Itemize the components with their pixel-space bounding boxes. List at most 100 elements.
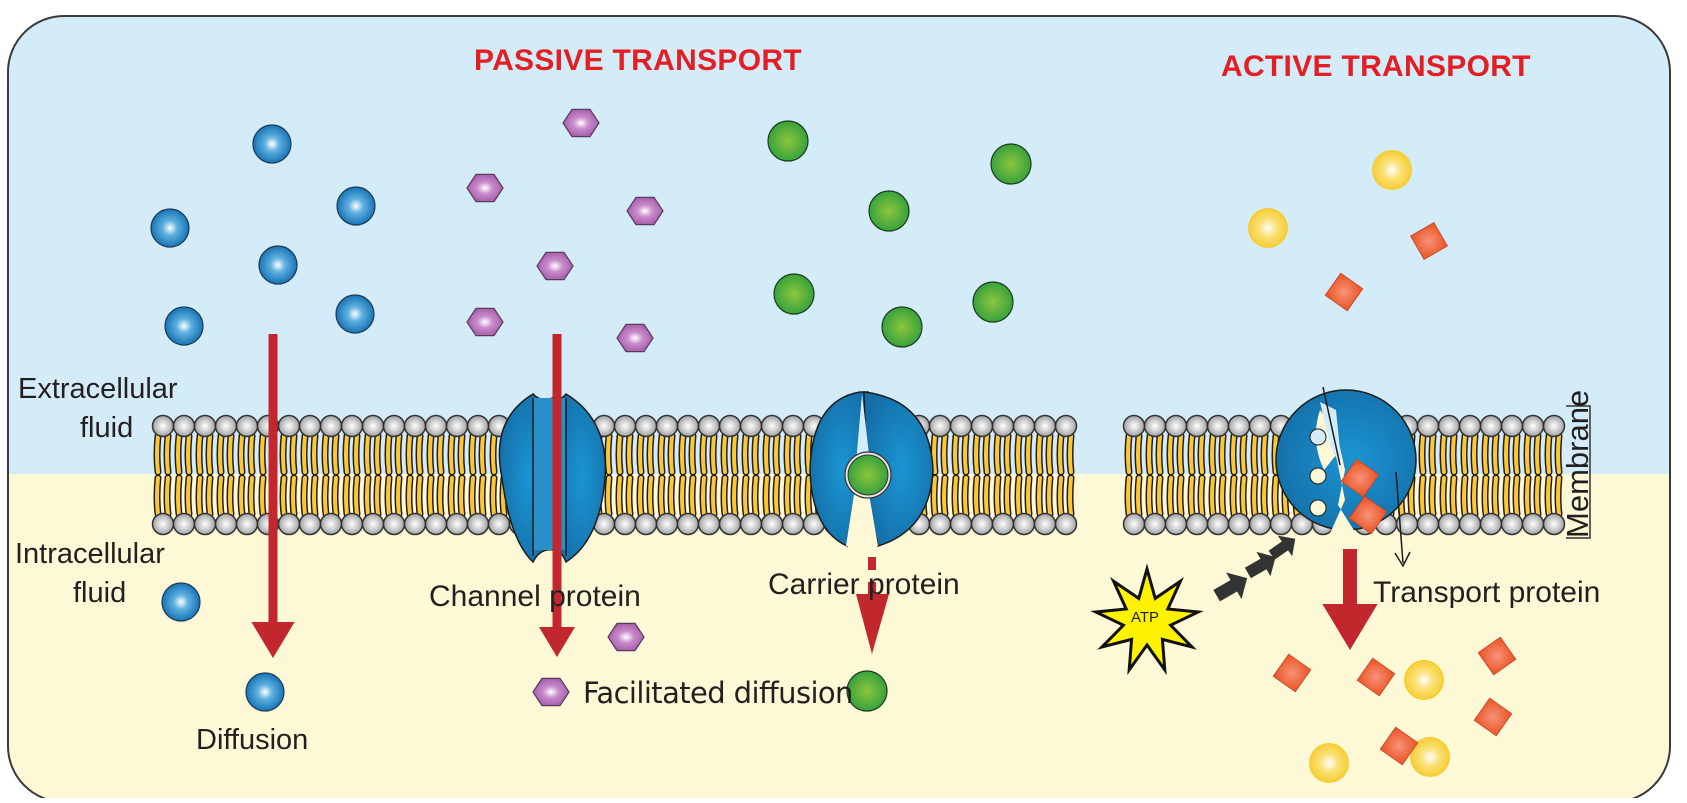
phospholipid: [655, 414, 679, 536]
phospholipid: [697, 414, 721, 536]
phospholipid: [361, 414, 385, 536]
lipid-head: [655, 414, 679, 438]
phospholipid: [214, 414, 238, 536]
phospholipid: [634, 414, 658, 536]
lipid-head: [319, 414, 343, 438]
lipid-head: [1122, 414, 1146, 438]
green-molecule: [846, 670, 888, 712]
energy-arrow-icon: [1213, 572, 1248, 602]
blue-molecule: [164, 306, 204, 346]
lipid-head: [445, 512, 469, 536]
lipid-head: [1248, 512, 1272, 536]
orange-molecule: [1477, 636, 1517, 676]
lipid-head: [949, 414, 973, 438]
lipid-head: [193, 414, 217, 438]
orange-molecule: [1379, 726, 1419, 766]
lipid-head: [1227, 414, 1251, 438]
lipid-head: [1248, 414, 1272, 438]
phospholipid: [193, 414, 217, 536]
energy-arrow-icon: [1268, 535, 1296, 560]
lipid-head: [1479, 512, 1503, 536]
lipid-head: [235, 414, 259, 438]
purple-molecule: [536, 251, 574, 281]
lipid-head: [1185, 512, 1209, 536]
lipid-head: [277, 512, 301, 536]
purple-molecule: [466, 307, 504, 337]
orange-molecule: [1356, 657, 1396, 697]
passive-transport-title: PASSIVE TRANSPORT: [474, 44, 802, 77]
lipid-head: [970, 512, 994, 536]
lipid-head: [1143, 512, 1167, 536]
lipid-head: [1054, 414, 1078, 438]
lipid-head: [403, 512, 427, 536]
green-molecule: [972, 281, 1014, 323]
yellow-molecule: [1248, 208, 1288, 248]
lipid-head: [1458, 512, 1482, 536]
lipid-head: [382, 512, 406, 536]
phospholipid: [1500, 414, 1524, 536]
lipid-head: [739, 512, 763, 536]
phospholipid: [970, 414, 994, 536]
lipid-head: [1416, 512, 1440, 536]
lipid-head: [1416, 414, 1440, 438]
phospholipid: [1458, 414, 1482, 536]
phospholipid: [298, 414, 322, 536]
orange-molecule: [1410, 222, 1448, 260]
orange-molecule: [1324, 272, 1364, 312]
lipid-head: [697, 512, 721, 536]
lipid-head: [424, 512, 448, 536]
diffusion-arrow: [251, 334, 295, 658]
lipid-head: [424, 414, 448, 438]
lipid-head: [193, 512, 217, 536]
extracellular-label-line1: Extracellular: [18, 373, 178, 405]
lipid-head: [949, 512, 973, 536]
lipid-head: [1500, 512, 1524, 536]
lipid-head: [781, 512, 805, 536]
lipid-head: [613, 414, 637, 438]
lipid-head: [1206, 512, 1230, 536]
phospholipid: [1185, 414, 1209, 536]
phospholipid: [1416, 414, 1440, 536]
lipid-head: [1479, 414, 1503, 438]
lipid-head: [991, 512, 1015, 536]
phospholipid: [613, 414, 637, 536]
lipid-head: [1458, 414, 1482, 438]
molecules: [150, 108, 1517, 783]
lipid-head: [970, 414, 994, 438]
diffusion-label: Diffusion: [196, 724, 309, 756]
lipid-head: [214, 414, 238, 438]
lipid-head: [760, 414, 784, 438]
lipid-head: [634, 512, 658, 536]
orange-molecule: [1272, 653, 1312, 693]
lipid-head: [1164, 414, 1188, 438]
atp-burst-icon: [1090, 563, 1204, 676]
phospholipid: [739, 414, 763, 536]
blue-molecule: [258, 245, 298, 285]
phospholipid: [403, 414, 427, 536]
phospholipid: [1248, 414, 1272, 536]
phospholipid: [1521, 414, 1545, 536]
lipid-head: [676, 512, 700, 536]
orange-molecule: [1473, 697, 1513, 737]
lipid-head: [781, 414, 805, 438]
lipid-head: [340, 512, 364, 536]
yellow-molecule: [1309, 743, 1349, 783]
phospholipid: [1206, 414, 1230, 536]
phospholipid: [1012, 414, 1036, 536]
green-molecule: [773, 273, 815, 315]
lipid-head: [1500, 414, 1524, 438]
lipid-head: [1521, 512, 1545, 536]
lipid-head: [928, 414, 952, 438]
pointer-arrow: [1394, 551, 1411, 568]
lipid-head: [1206, 414, 1230, 438]
phospholipid: [1122, 414, 1146, 536]
lipid-head: [445, 414, 469, 438]
phospholipid: [928, 414, 952, 536]
phospholipid: [1033, 414, 1057, 536]
phospholipid: [382, 414, 406, 536]
phospholipid: [1143, 414, 1167, 536]
lipid-head: [298, 512, 322, 536]
lipid-head: [928, 512, 952, 536]
lipid-head: [1437, 414, 1461, 438]
lipid-head: [466, 414, 490, 438]
